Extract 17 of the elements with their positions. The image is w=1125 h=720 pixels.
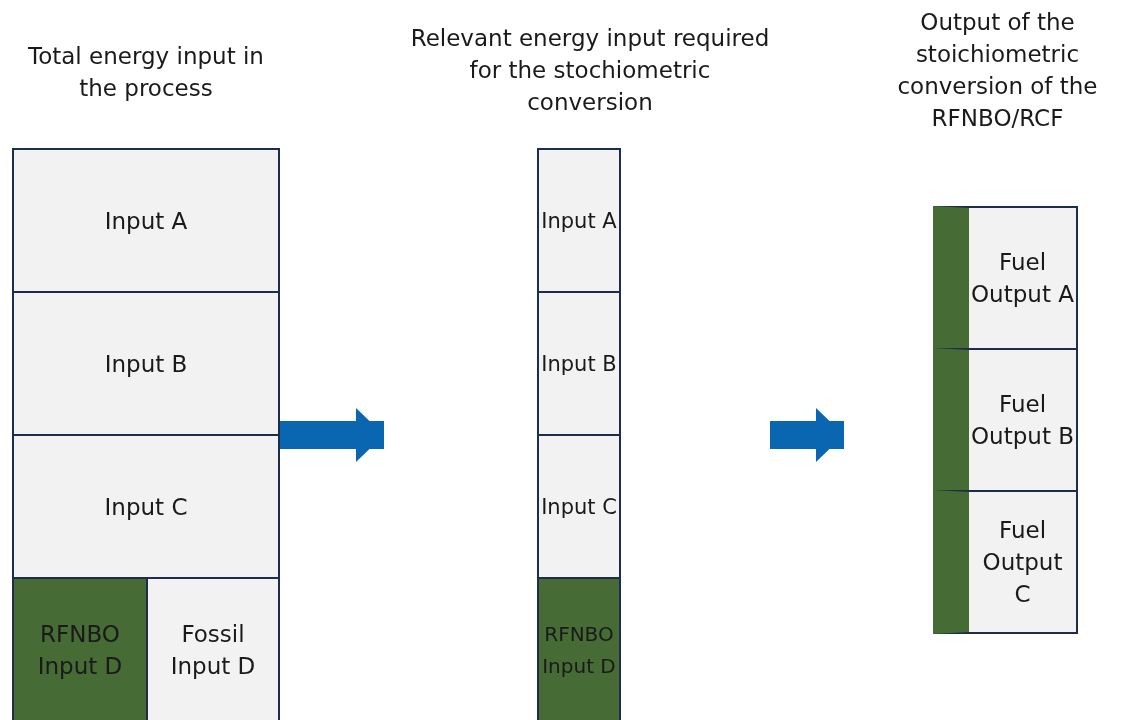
input-block: Input C — [12, 434, 280, 579]
arrow — [280, 408, 384, 462]
input-block: Input A — [537, 148, 621, 293]
column-heading: Relevant energy input required for the stochiometric conversion — [410, 24, 770, 117]
input-block: RFNBO Input D — [12, 577, 148, 720]
output-block: Fuel Output A — [933, 206, 1078, 350]
output-block: Fuel Output C — [933, 490, 1078, 634]
input-block: Input A — [12, 148, 280, 293]
input-block: Input C — [537, 434, 621, 579]
input-block: Input B — [537, 291, 621, 436]
arrow — [770, 408, 844, 462]
input-block: RFNBO Input D — [537, 577, 621, 720]
input-block: Input B — [12, 291, 280, 436]
input-block: Fossil Input D — [146, 577, 280, 720]
column-heading: Output of the stoichiometric conversion of the RFNBO/RCF — [896, 8, 1099, 133]
column-heading: Total energy input in the process — [27, 42, 265, 103]
output-block: Fuel Output B — [933, 348, 1078, 492]
